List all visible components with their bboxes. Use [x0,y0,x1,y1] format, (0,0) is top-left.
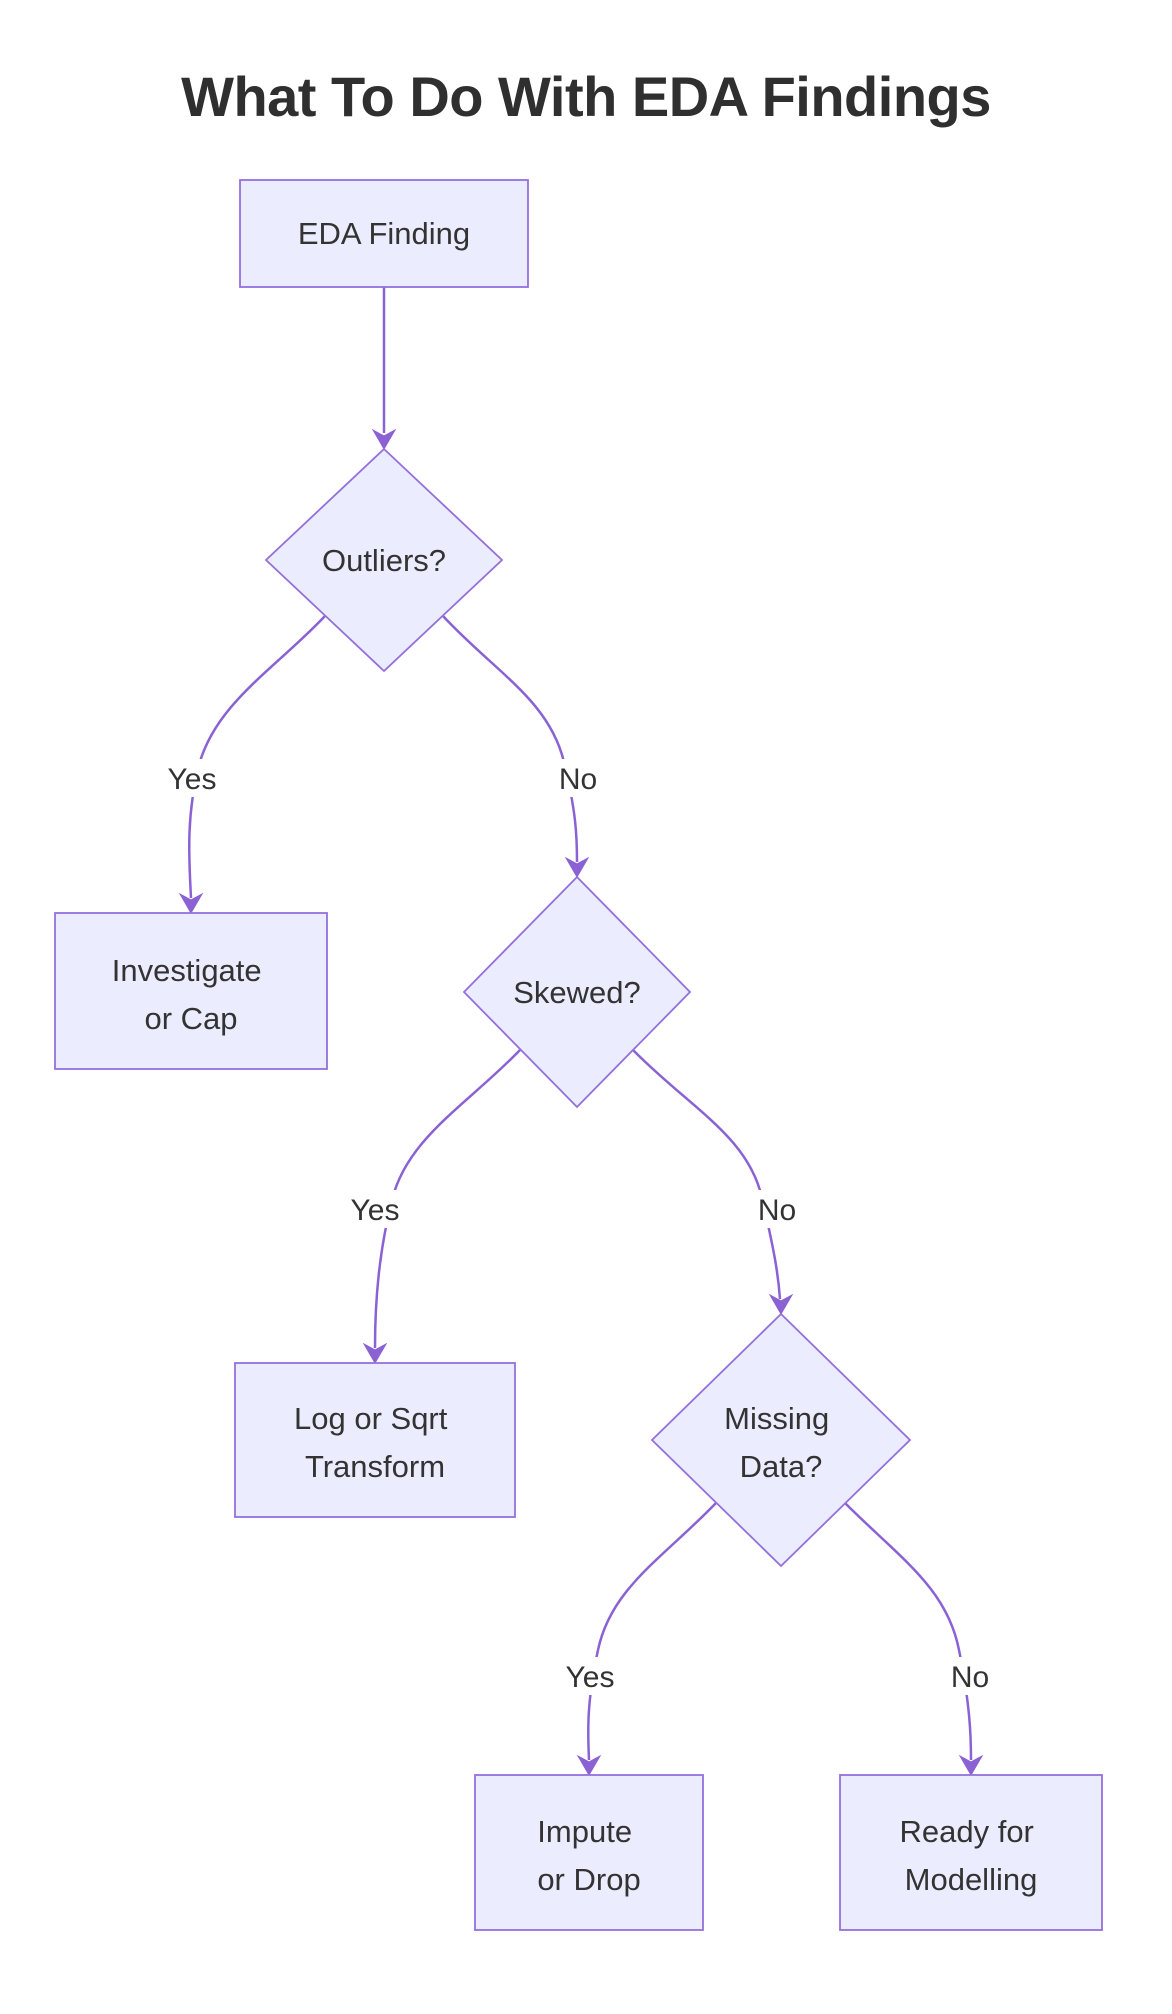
edge-label-text: Yes [566,1661,615,1694]
edge-label-skewed-no: No [749,1190,805,1228]
arrowhead-investigate-top [178,892,204,914]
edge-outliers-no [442,615,579,863]
node-ready-for-modelling-shape [839,1774,1103,1931]
decision-missing-data: Missing Data? [650,1312,912,1568]
arrowhead-missing-top [768,1293,794,1315]
edge-label-text: Yes [168,763,217,796]
node-investigate-or-cap-label: Investigate or Cap [112,953,271,1036]
decision-outliers-shape [264,447,504,673]
decision-outliers: Outliers? [264,447,504,673]
arrowhead-skewed-top [564,856,590,878]
decision-skewed: Skewed? [462,875,692,1109]
arrowhead-ready-top [958,1754,984,1776]
edge-label-text: No [559,763,597,796]
arrowhead-log-top [362,1342,388,1364]
decision-outliers-label: Outliers? [322,543,446,578]
edge-label-text: Yes [351,1194,400,1227]
node-eda-finding-label: EDA Finding [298,216,470,251]
node-ready-for-modelling: Ready for Modelling [839,1774,1103,1931]
edge-label-bg [342,1190,408,1228]
diagram-title: What To Do With EDA Findings [181,65,991,128]
edge-skewed-no [632,1049,782,1300]
edge-label-missing-no: No [942,1657,998,1695]
node-eda-finding: EDA Finding [239,179,529,288]
edge-missing-yes [586,1502,717,1761]
decision-skewed-label: Skewed? [513,975,641,1010]
node-impute-or-drop: Impute or Drop [474,1774,704,1931]
decision-skewed-shape [462,875,692,1109]
arrowhead-impute-top [576,1754,602,1776]
edge-label-text: No [758,1194,796,1227]
edge-label-bg [159,759,225,797]
edge-label-missing-yes: Yes [557,1657,623,1695]
node-ready-for-modelling-label: Ready for Modelling [899,1814,1042,1897]
decision-missing-data-shape [650,1312,912,1568]
edge-label-skewed-yes: Yes [342,1190,408,1228]
edge-label-bg [749,1190,805,1228]
edge-label-text: No [951,1661,989,1694]
node-impute-or-drop-shape [474,1774,704,1931]
node-impute-or-drop-label: Impute or Drop [537,1814,640,1897]
decision-missing-data-label: Missing Data? [724,1401,838,1484]
edge-missing-no [844,1502,973,1761]
edge-outliers-yes [187,615,326,899]
edge-label-bg [550,759,606,797]
node-log-sqrt-transform: Log or Sqrt Transform [234,1362,516,1518]
node-investigate-or-cap-shape [54,912,328,1070]
edge-label-outliers-no: No [550,759,606,797]
edge-label-outliers-yes: Yes [159,759,225,797]
edge-label-bg [557,1657,623,1695]
edge-label-bg [942,1657,998,1695]
arrowhead-outliers-top [371,428,397,450]
node-log-sqrt-transform-label: Log or Sqrt Transform [294,1401,456,1484]
node-log-sqrt-transform-shape [234,1362,516,1518]
node-investigate-or-cap: Investigate or Cap [54,912,328,1070]
node-eda-finding-shape [239,179,529,288]
